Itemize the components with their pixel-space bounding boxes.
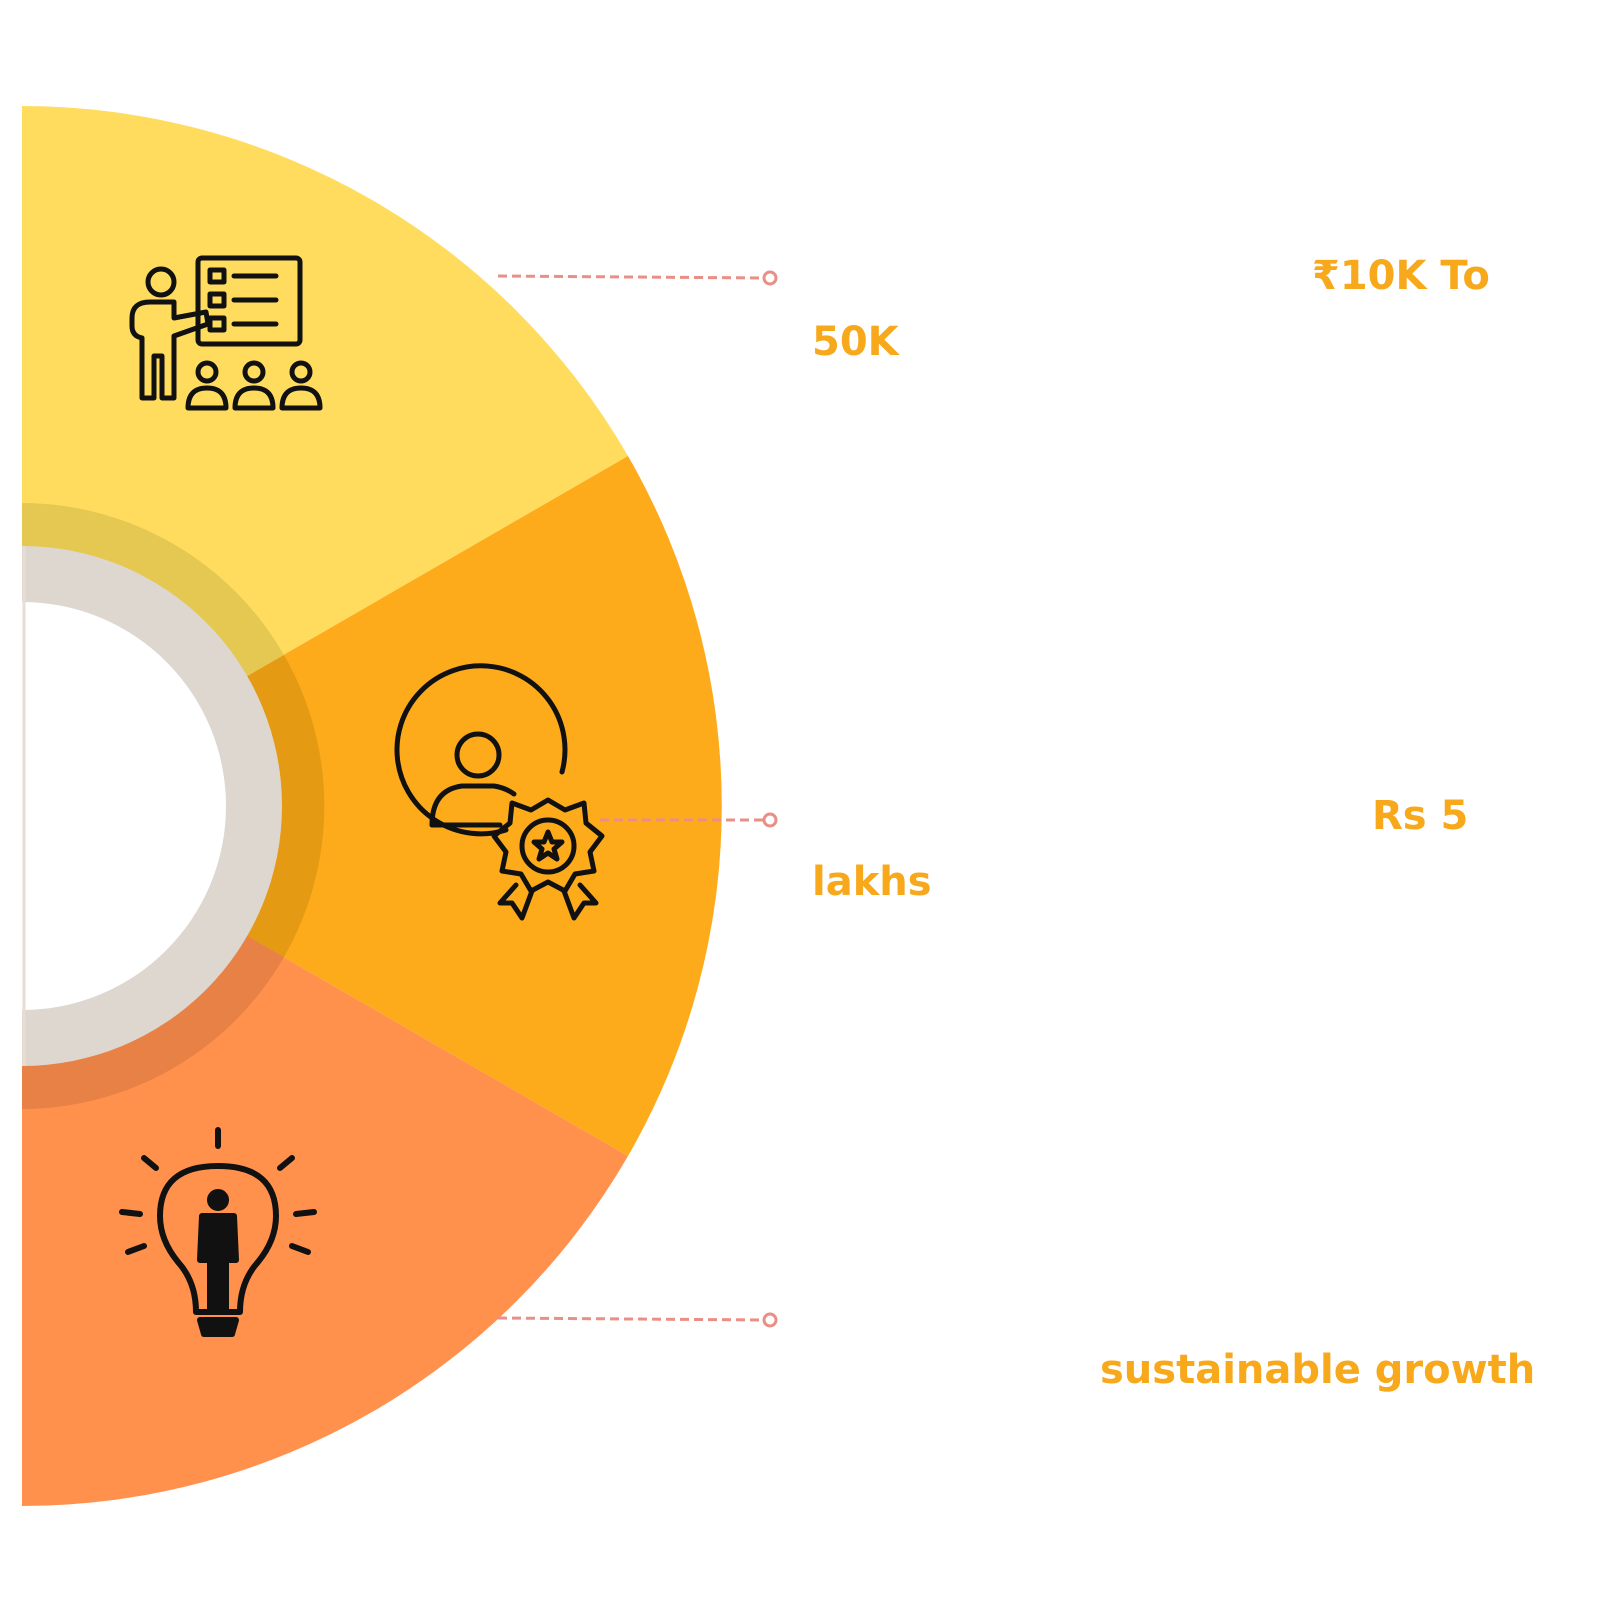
segment-3-label: sustainable growth (1100, 1347, 1536, 1393)
segment-2-label-line-2: lakhs (812, 859, 932, 905)
segment-2-label-line-1: Rs 5 (1372, 793, 1469, 839)
connector-3 (497, 1312, 778, 1328)
segment-1-label-line-1: ₹10K To (1312, 253, 1490, 299)
connector-2 (600, 812, 778, 828)
connector-1 (497, 270, 778, 286)
segment-2 (22, 456, 722, 1156)
user-award-badge-icon (394, 663, 605, 921)
presentation-training-icon (129, 255, 323, 411)
core-center (22, 602, 226, 1010)
lightbulb-businessman-icon (119, 1127, 317, 1337)
segment-1-label-line-2: 50K (812, 319, 899, 365)
